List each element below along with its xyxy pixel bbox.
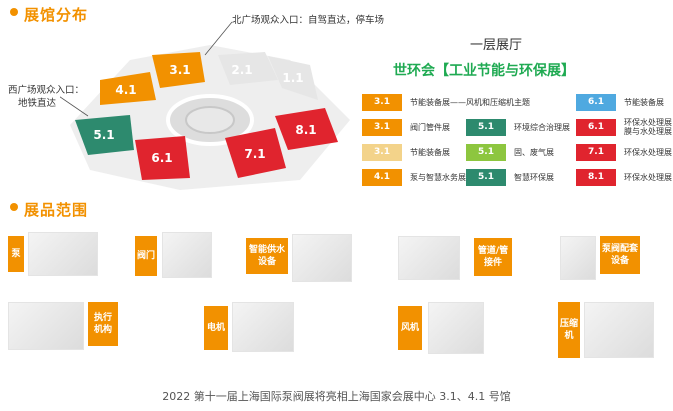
legend-label: 环保水处理展: [624, 147, 672, 157]
west-entrance-line2: 地铁直达: [18, 98, 57, 109]
legend-badge: 5.1: [466, 168, 506, 186]
legend-badge: 6.1: [576, 93, 616, 111]
products-section-title: 展品范围: [9, 201, 89, 219]
north-entrance-pointer: [204, 21, 233, 56]
water-supply-image: [292, 234, 352, 282]
legend-badge: 3.1: [362, 93, 402, 111]
west-entrance-line1: 西广场观众入口：: [8, 85, 85, 96]
legend-item: 5.1 智慧环保展: [466, 168, 554, 186]
product-tag-water-supply: 智能供水设备: [246, 238, 288, 274]
caption: 2022 第十一届上海国际泵阀展将亮相上海国家会展中心 3.1、4.1 号馆: [162, 390, 511, 403]
hall-label-2-1: 2.1: [231, 63, 252, 77]
hall-7-1: [225, 128, 286, 178]
hall-label-7-1: 7.1: [244, 147, 265, 161]
hall-label-1-1: 1.1: [282, 71, 303, 85]
west-entrance-callout: 西广场观众入口： 地铁直达: [8, 84, 84, 110]
product-tag-control: 泵阀配套设备: [600, 236, 640, 274]
motor-image: [232, 302, 294, 352]
legend-item: 6.1 环保水处理展膜与水处理展: [576, 118, 672, 136]
hall-1-1: [268, 56, 318, 100]
pipe-image: [398, 236, 460, 280]
legend-item: 3.1 节能装备展——风机和压缩机主题: [362, 93, 530, 111]
pump-image: [28, 232, 98, 276]
legend-label: 泵与智慧水务展: [410, 172, 466, 182]
halls-section-title: 展馆分布: [9, 6, 89, 24]
product-tag-pipe: 管道/管接件: [474, 238, 512, 276]
hall-label-8-1: 8.1: [295, 123, 316, 137]
product-tag-compressor: 压缩机: [558, 302, 580, 358]
legend-item: 3.1 阀门管件展: [362, 118, 450, 136]
product-tag-pump: 泵: [8, 236, 24, 272]
legend-badge: 3.1: [362, 143, 402, 161]
compressor-image: [584, 302, 654, 358]
legend-label: 节能装备展: [624, 97, 664, 107]
legend-label: 阀门管件展: [410, 122, 450, 132]
fan-image: [428, 302, 484, 354]
valve-image: [162, 232, 212, 278]
legend-badge: 8.1: [576, 168, 616, 186]
legend-label: 智慧环保展: [514, 172, 554, 182]
hall-2-1: [218, 52, 278, 85]
legend-badge: 6.1: [576, 118, 616, 136]
legend-item: 6.1 节能装备展: [576, 93, 664, 111]
legend-label: 环保水处理展膜与水处理展: [624, 118, 672, 136]
hall-5-1: [75, 115, 134, 155]
exhibition-map: 2.1 1.1 3.1 4.1 5.1 6.1 7.1 8.1: [60, 21, 350, 190]
hall-4-1: [100, 72, 156, 105]
legend-badge: 5.1: [466, 118, 506, 136]
hall-label-4-1: 4.1: [115, 83, 136, 97]
hall-8-1: [275, 108, 338, 150]
product-tag-motor: 电机: [204, 306, 228, 350]
legend-label: 固、废气展: [514, 147, 554, 157]
hall-6-1: [135, 136, 190, 180]
control-unit-image: [560, 236, 596, 280]
product-tag-valve: 阀门: [135, 236, 157, 276]
actuator-image: [8, 302, 84, 350]
legend-item: 8.1 环保水处理展: [576, 168, 672, 186]
product-tag-fan: 风机: [398, 306, 422, 350]
hub-ring: [185, 106, 235, 134]
legend-badge: 3.1: [362, 118, 402, 136]
floor-title: 一层展厅: [470, 38, 523, 53]
legend-badge: 5.1: [466, 143, 506, 161]
north-entrance-callout: 北广场观众入口：自驾直达，停车场: [232, 15, 385, 26]
legend-label: 环境综合治理展: [514, 122, 570, 132]
fair-title: 世环会【工业节能与环保展】: [393, 63, 575, 79]
hall-label-6-1: 6.1: [151, 151, 172, 165]
hall-label-3-1: 3.1: [169, 63, 190, 77]
legend-item: 4.1 泵与智慧水务展: [362, 168, 466, 186]
legend-item: 3.1 节能装备展: [362, 143, 450, 161]
hall-3-1: [152, 52, 205, 88]
legend-badge: 4.1: [362, 168, 402, 186]
product-tag-actuator: 执行机构: [88, 302, 118, 346]
legend-label: 环保水处理展: [624, 172, 672, 182]
legend-item: 5.1 固、废气展: [466, 143, 554, 161]
legend-item: 7.1 环保水处理展: [576, 143, 672, 161]
legend-label: 节能装备展: [410, 147, 450, 157]
hall-label-5-1: 5.1: [93, 128, 114, 142]
legend-item: 5.1 环境综合治理展: [466, 118, 570, 136]
west-entrance-pointer: [60, 96, 89, 117]
legend-badge: 7.1: [576, 143, 616, 161]
legend-label: 节能装备展——风机和压缩机主题: [410, 97, 530, 107]
